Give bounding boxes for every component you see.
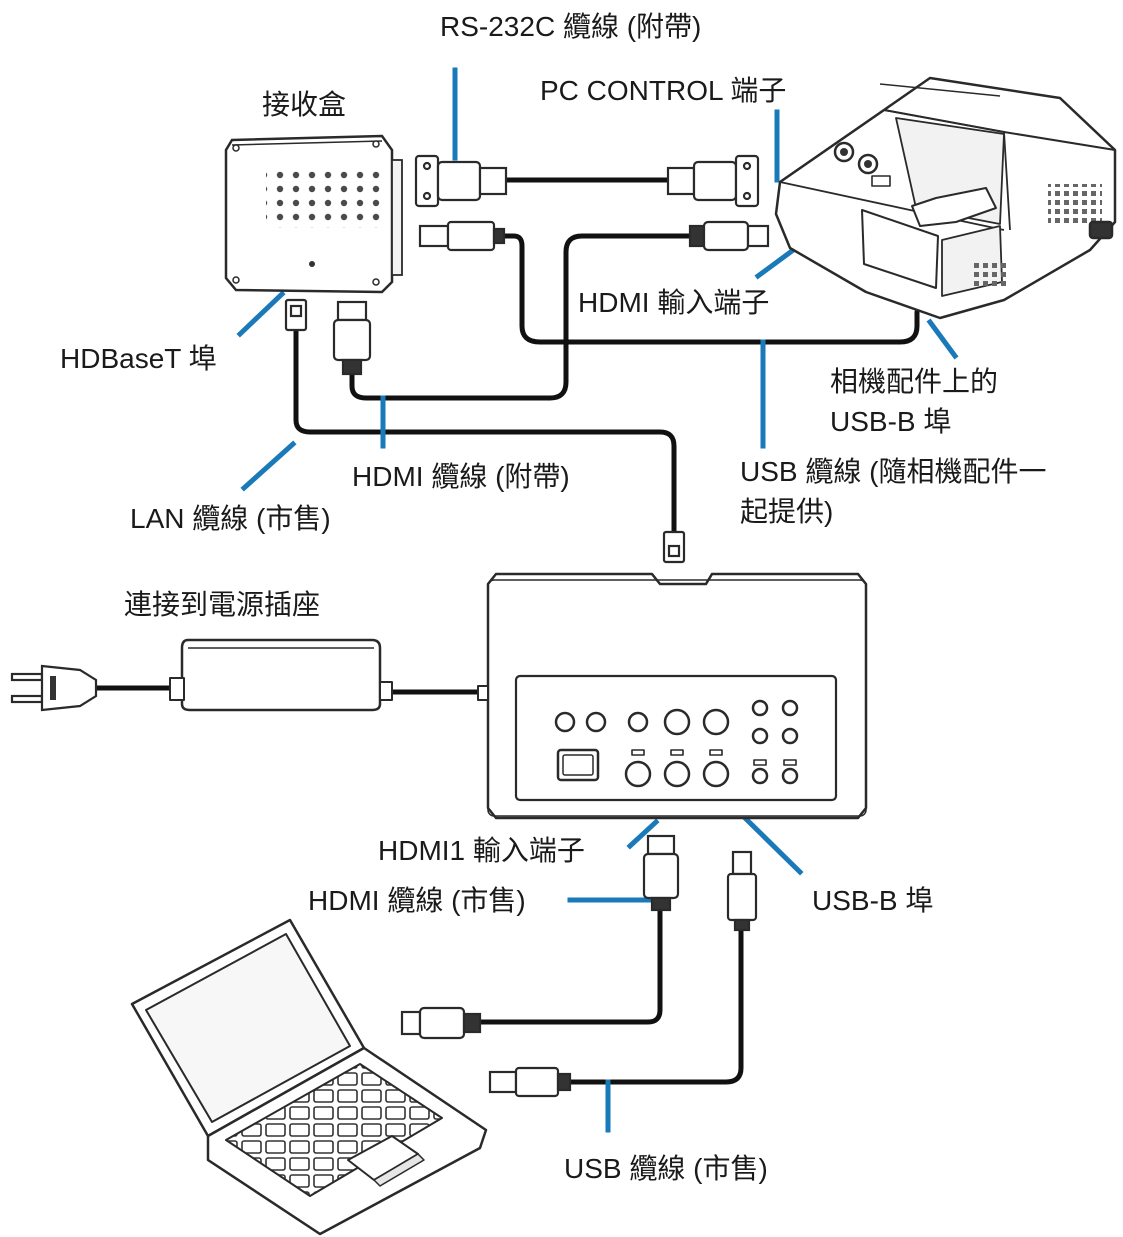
label-camera-usb-b-line1: 相機配件上的 bbox=[830, 366, 999, 397]
leader-hdbaset bbox=[236, 290, 286, 338]
lan-cable bbox=[293, 327, 677, 535]
leader-usb-b bbox=[741, 814, 804, 876]
label-lan-cable: LAN 纜線 (市售) bbox=[130, 503, 331, 534]
label-hdmi-cable-retail: HDMI 纜線 (市售) bbox=[308, 885, 526, 916]
hdmi-plug-receiver bbox=[332, 300, 372, 376]
leader-hdmi1-input bbox=[626, 818, 660, 850]
label-camera-usb-b-line2: USB-B 埠 bbox=[830, 406, 952, 437]
power-plug bbox=[10, 664, 98, 712]
hdmi-cable-included bbox=[349, 233, 693, 401]
label-hdmi1-input-port: HDMI1 輸入端子 bbox=[378, 835, 585, 866]
lan-plug-receiver bbox=[284, 298, 308, 332]
label-receiver-box: 接收盒 bbox=[262, 89, 347, 120]
hdmi-plug-projector bbox=[688, 220, 770, 252]
usb-a-plug-receiver bbox=[418, 220, 506, 252]
hdmi-cable-retail bbox=[477, 907, 663, 1025]
label-power-outlet: 連接到電源插座 bbox=[124, 589, 321, 620]
label-pc-control-port: PC CONTROL 端子 bbox=[540, 75, 787, 106]
label-hdmi-input-port: HDMI 輸入端子 bbox=[578, 287, 770, 318]
leader-camera-usb-b bbox=[926, 318, 959, 360]
hdmi-plug-switcher bbox=[642, 834, 680, 912]
usb-cable-retail bbox=[567, 927, 744, 1085]
rs232c-connector-left bbox=[414, 154, 508, 208]
label-usb-cable-retail: USB 纜線 (市售) bbox=[564, 1153, 768, 1184]
receiver-box bbox=[224, 134, 403, 294]
leader-hdmi-input bbox=[754, 244, 800, 280]
power-adapter bbox=[169, 638, 393, 712]
label-usb-b-port: USB-B 埠 bbox=[812, 885, 934, 916]
label-usb-cable-camera-line2: 起提供) bbox=[740, 496, 834, 527]
hdmi-plug-laptop bbox=[400, 1006, 482, 1040]
usb-b-plug-switcher bbox=[726, 850, 758, 932]
switcher-box bbox=[477, 572, 868, 820]
cables bbox=[93, 177, 920, 1085]
lan-plug-switcher bbox=[662, 530, 686, 564]
rs232c-connector-right bbox=[666, 154, 760, 208]
label-camera-usb-b-port: 相機配件上的 USB-B 埠 bbox=[830, 362, 998, 442]
usb-cable-camera bbox=[497, 233, 920, 345]
leader-lines bbox=[236, 67, 959, 1133]
projector bbox=[774, 76, 1117, 320]
label-hdbaset-port: HDBaseT 埠 bbox=[60, 343, 217, 374]
label-rs232c-cable: RS-232C 纜線 (附帶) bbox=[440, 11, 702, 42]
leader-lan bbox=[240, 440, 297, 492]
label-usb-cable-camera: USB 纜線 (隨相機配件一 起提供) bbox=[740, 452, 1046, 532]
laptop bbox=[130, 918, 488, 1236]
label-hdmi-cable-included: HDMI 纜線 (附帶) bbox=[352, 461, 570, 492]
usb-a-plug-laptop bbox=[488, 1066, 572, 1098]
label-usb-cable-camera-line1: USB 纜線 (隨相機配件一 bbox=[740, 456, 1047, 487]
